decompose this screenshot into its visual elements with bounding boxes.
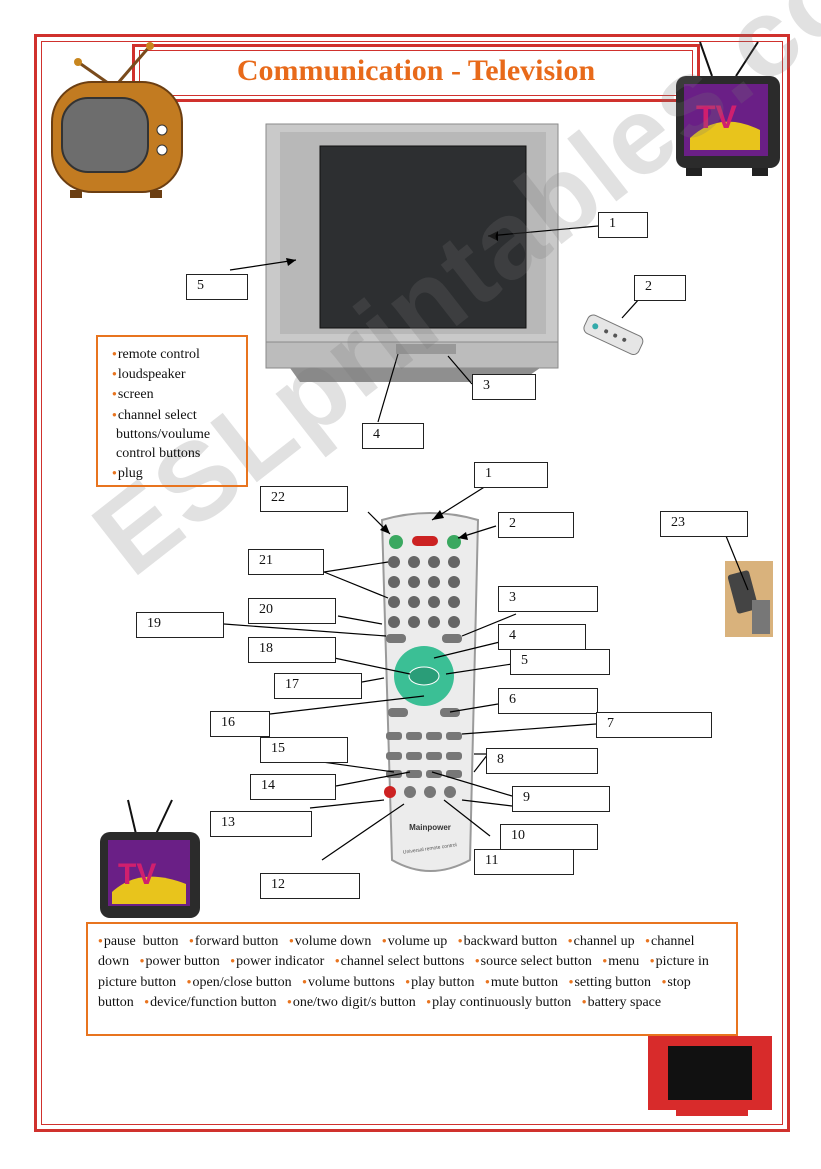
page-frame-inner bbox=[41, 41, 783, 1125]
word-item: forward button bbox=[189, 934, 285, 949]
tv-label-5: 5 bbox=[186, 274, 248, 300]
battery-space-photo bbox=[725, 561, 773, 637]
remote-label-17: 17 bbox=[274, 673, 362, 699]
svg-text:TV: TV bbox=[118, 858, 156, 891]
remote-label-15: 15 bbox=[260, 737, 348, 763]
word-item: power button bbox=[140, 954, 227, 969]
remote-label-13: 13 bbox=[210, 811, 312, 837]
word-item: source select button bbox=[475, 954, 599, 969]
word-item: backward button bbox=[458, 934, 565, 949]
word-item: open/close button bbox=[187, 975, 299, 990]
remote-label-8: 8 bbox=[486, 748, 598, 774]
flat-tv-icon bbox=[648, 1036, 772, 1116]
remote-label-1: 1 bbox=[474, 462, 548, 488]
retro-tv-icon bbox=[51, 42, 183, 198]
word-item: power indicator bbox=[230, 954, 331, 969]
word-item: setting button bbox=[569, 975, 658, 990]
word-item-cont: control buttons bbox=[116, 446, 201, 462]
word-item: play button bbox=[405, 975, 481, 990]
remote-label-14: 14 bbox=[250, 774, 336, 800]
remote-label-5: 5 bbox=[510, 649, 610, 675]
word-item: remote control bbox=[112, 344, 240, 364]
word-item: device/function button bbox=[144, 995, 283, 1010]
remote-label-18: 18 bbox=[248, 637, 336, 663]
remote-label-7: 7 bbox=[596, 712, 712, 738]
word-item: plug bbox=[112, 463, 240, 483]
tv-word-list: remote control loudspeaker screen channe… bbox=[96, 335, 248, 487]
word-item: channel select buttons bbox=[335, 954, 471, 969]
remote-label-19: 19 bbox=[136, 612, 224, 638]
remote-label-10: 10 bbox=[500, 824, 598, 850]
page-title: Communication - Television bbox=[236, 54, 596, 87]
remote-brand-text: Mainpower bbox=[409, 823, 451, 832]
word-item: pause button bbox=[98, 934, 186, 949]
page-frame-outer bbox=[34, 34, 790, 1132]
tv-logo-icon-top: TV bbox=[676, 41, 780, 176]
svg-text:TV: TV bbox=[696, 99, 738, 135]
remote-label-4: 4 bbox=[498, 624, 586, 650]
remote-label-6: 6 bbox=[498, 688, 598, 714]
tv-logo-icon-bottom: TV bbox=[100, 799, 200, 918]
remote-label-9: 9 bbox=[512, 786, 610, 812]
remote-label-2: 2 bbox=[498, 512, 574, 538]
word-item: channel up bbox=[568, 934, 642, 949]
word-item: volume buttons bbox=[302, 975, 402, 990]
small-remote-icon bbox=[583, 314, 644, 356]
tv-label-3: 3 bbox=[472, 374, 536, 400]
remote-word-list: pause button forward button volume down … bbox=[86, 922, 738, 1036]
word-item: one/two digit/s button bbox=[287, 995, 423, 1010]
remote-control-illustration: Mainpower Universal remote control bbox=[380, 512, 480, 872]
word-item: play continuously button bbox=[426, 995, 578, 1010]
word-item: menu bbox=[602, 954, 646, 969]
tv-label-2: 2 bbox=[634, 275, 686, 301]
word-item: volume down bbox=[289, 934, 378, 949]
remote-label-11: 11 bbox=[474, 849, 574, 875]
remote-label-22: 22 bbox=[260, 486, 348, 512]
title-box bbox=[132, 44, 700, 102]
remote-label-16: 16 bbox=[210, 711, 270, 737]
remote-label-21: 21 bbox=[248, 549, 324, 575]
remote-label-3: 3 bbox=[498, 586, 598, 612]
remote-label-12: 12 bbox=[260, 873, 360, 899]
word-item: volume up bbox=[382, 934, 454, 949]
arrow-heads bbox=[286, 231, 498, 540]
word-item: loudspeaker bbox=[112, 364, 240, 384]
title-box-inner bbox=[139, 50, 693, 96]
word-item: screen bbox=[112, 384, 240, 404]
word-item: mute button bbox=[485, 975, 565, 990]
remote-label-23: 23 bbox=[660, 511, 748, 537]
remote-label-20: 20 bbox=[248, 598, 336, 624]
word-item: channel select bbox=[112, 405, 240, 425]
tv-label-4: 4 bbox=[362, 423, 424, 449]
tv-label-1: 1 bbox=[598, 212, 648, 238]
word-item-cont: buttons/voulume bbox=[116, 426, 211, 442]
word-item: battery space bbox=[582, 995, 668, 1010]
